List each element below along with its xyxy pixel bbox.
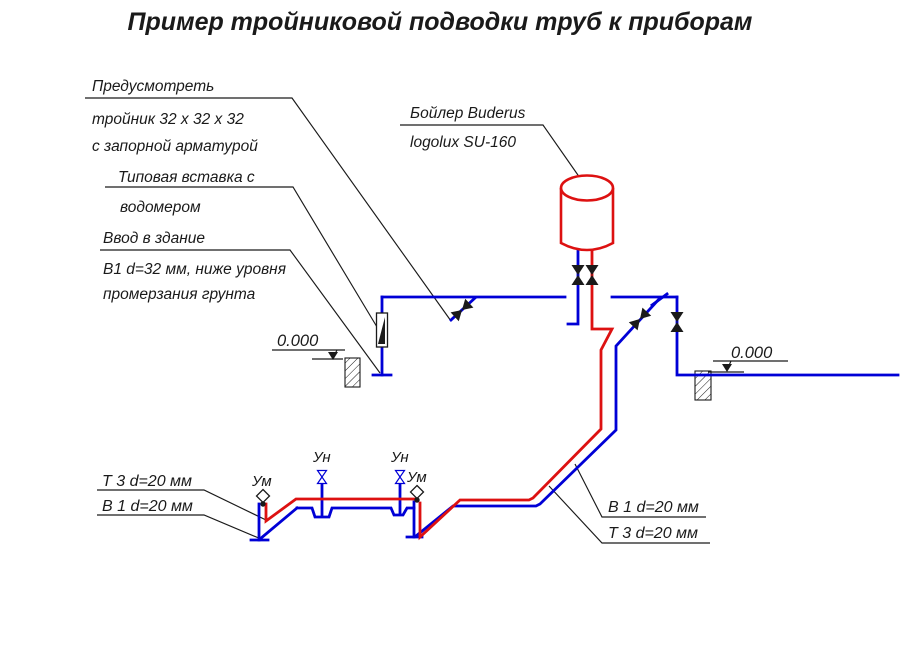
washbasin1-label: Ум	[251, 473, 272, 490]
left-hot-label-leader	[97, 489, 267, 521]
boiler-note-line1: Бойлер Buderus	[410, 105, 526, 122]
toilet1-valve	[316, 469, 328, 485]
right-cold-label-leader	[574, 463, 706, 518]
boiler-cold-valve	[571, 265, 585, 285]
cold-lower-main	[295, 506, 416, 519]
tee-note-line1: Предусмотреть	[92, 78, 214, 95]
tee-note-line2: тройник 32 x 32 x 32	[92, 111, 244, 128]
branch-valve	[628, 307, 652, 331]
tee-note-line3: с запорной арматурой	[92, 138, 258, 155]
left-cold-pipe-label: В 1 d=20 мм	[102, 498, 193, 515]
boiler-note-leader	[400, 124, 588, 189]
boiler-note: Бойлер Buderus logolux SU-160	[410, 105, 526, 151]
left-hot-pipe-label: Т 3 d=20 мм	[102, 473, 192, 490]
right-drop-valve	[670, 312, 684, 332]
entry-note-line2: В1 d=32 мм, ниже уровня	[103, 261, 286, 278]
level-right-value: 0.000	[731, 344, 773, 362]
boiler-body	[559, 188, 615, 252]
hot-main-run	[418, 248, 615, 541]
boiler-hot-valve	[585, 265, 599, 285]
tee-stub-valve	[450, 298, 474, 322]
hot-lower-main	[264, 497, 416, 524]
hot-water-pipes	[264, 248, 615, 541]
right-cold-pipe-label: В 1 d=20 мм	[608, 499, 699, 516]
toilet2-valve	[394, 469, 406, 485]
meter-note-leader	[105, 186, 378, 328]
boiler-top	[559, 174, 615, 202]
valves	[316, 265, 684, 485]
leader-lines	[85, 97, 710, 544]
cold-boiler-feed	[566, 248, 580, 326]
meter-note-line2: водомером	[120, 199, 201, 216]
right-hot-label-leader	[548, 485, 710, 544]
entry-note-line1: Ввод в здание	[103, 230, 205, 247]
right-hot-pipe-label: Т 3 d=20 мм	[608, 525, 698, 542]
entry-note-leader	[100, 249, 381, 374]
toilet2-label: Ун	[390, 449, 409, 466]
meter-note-line1: Типовая вставка с	[118, 169, 255, 186]
tee-note-leader	[85, 97, 452, 322]
cold-branch-offset-tick	[650, 292, 669, 307]
ground-hatch-right	[694, 370, 712, 401]
entry-note-line3: промерзания грунта	[103, 286, 256, 303]
cold-right-drop	[675, 295, 900, 377]
boiler-note-line2: logolux SU-160	[410, 134, 516, 151]
boiler	[559, 174, 615, 252]
washbasin2-label: Ум	[406, 469, 427, 486]
level-left-value: 0.000	[277, 332, 319, 350]
level-mark-left: 0.000	[272, 332, 345, 360]
level-mark-right: 0.000	[708, 344, 788, 373]
cold-water-pipes	[249, 248, 900, 542]
ground-hatch-left	[344, 357, 361, 388]
tee-note: Предусмотреть тройник 32 x 32 x 32 с зап…	[92, 78, 258, 155]
water-meter	[375, 312, 389, 348]
entry-note: Ввод в здание В1 d=32 мм, ниже уровня пр…	[103, 230, 286, 303]
left-cold-label-leader	[97, 514, 262, 540]
meter-note: Типовая вставка с водомером	[118, 169, 255, 216]
diagram-title: Пример тройниковой подводки труб к прибо…	[128, 8, 753, 36]
washbasin1-symbol	[255, 488, 271, 507]
washbasin2-symbol	[409, 484, 425, 503]
toilet1-label: Ун	[312, 449, 331, 466]
cold-washbasin1-diagonal	[258, 506, 299, 541]
